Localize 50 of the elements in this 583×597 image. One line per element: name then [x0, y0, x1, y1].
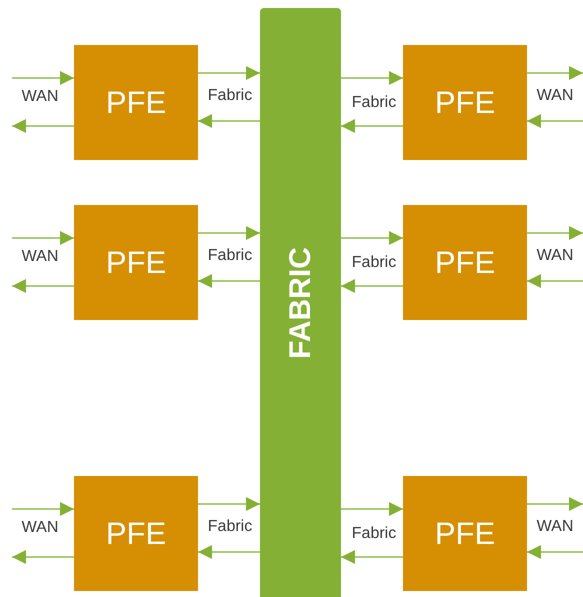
arrow [527, 66, 583, 80]
link-label: Fabric [352, 254, 396, 272]
link-label: Fabric [352, 525, 396, 543]
arrow [12, 279, 74, 293]
arrow [527, 545, 583, 559]
arrow [341, 502, 403, 516]
arrow [527, 114, 583, 128]
link-label: WAN [536, 87, 574, 105]
arrow [341, 279, 403, 293]
link-label: Fabric [208, 87, 252, 105]
pfe-box [74, 45, 198, 160]
arrow [527, 497, 583, 511]
arrow [12, 119, 74, 133]
box-label: PFE [106, 84, 166, 120]
link-label: WAN [536, 247, 574, 265]
arrow [198, 497, 260, 511]
arrow [198, 226, 260, 240]
pfe-box [403, 45, 527, 160]
box-label: PFE [434, 244, 496, 280]
link-label: WAN [22, 248, 58, 266]
link-label: WAN [22, 88, 58, 106]
arrow [12, 231, 74, 245]
link-label: WAN [22, 519, 58, 537]
arrow [198, 66, 260, 80]
link-label: Fabric [208, 518, 252, 536]
arrow [198, 274, 260, 288]
arrow [341, 550, 403, 564]
link-label: Fabric [208, 247, 252, 265]
pfe-box [74, 476, 198, 591]
arrow [12, 71, 74, 85]
box-label: PFE [106, 244, 166, 280]
box-label: PFE [434, 84, 496, 120]
fabric-title: FABRIC [284, 246, 318, 358]
pfe-box [74, 205, 198, 320]
arrow [341, 71, 403, 85]
pfe-box [403, 476, 527, 591]
arrow [341, 231, 403, 245]
arrow [198, 545, 260, 559]
fabric-bar [260, 8, 341, 597]
arrow [12, 502, 74, 516]
arrow [198, 114, 260, 128]
arrow [341, 119, 403, 133]
box-label: PFE [434, 516, 496, 552]
arrow [527, 226, 583, 240]
arrow [12, 550, 74, 564]
link-label: Fabric [352, 94, 396, 112]
box-label: PFE [106, 516, 166, 552]
link-label: WAN [536, 518, 574, 536]
pfe-box [403, 205, 527, 320]
arrow [527, 274, 583, 288]
